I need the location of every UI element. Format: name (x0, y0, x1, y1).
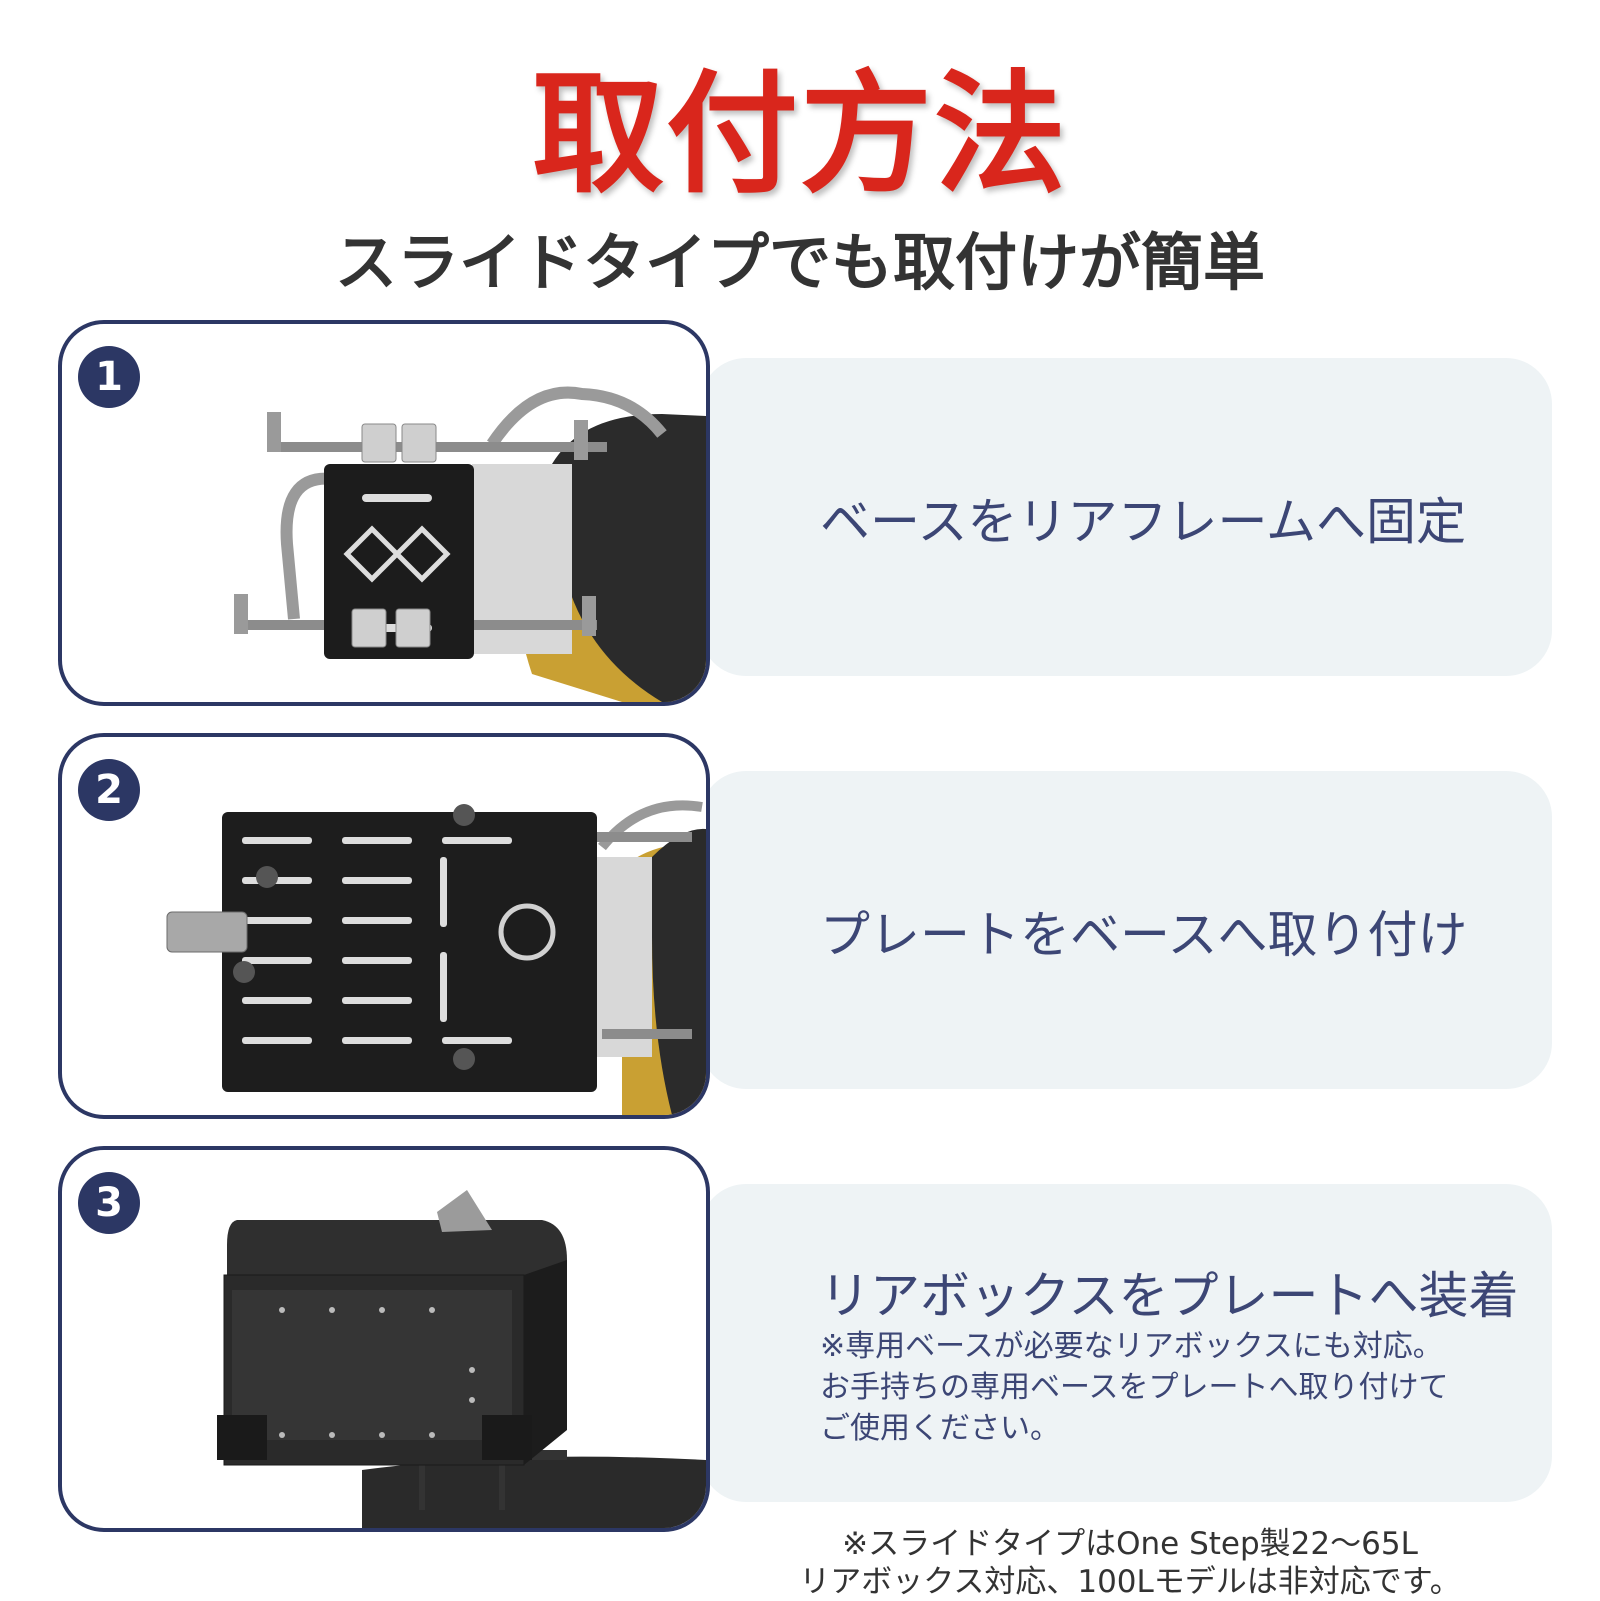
step-3-note: ※専用ベースが必要なリアボックスにも対応。お手持ちの専用ベースをプレートへ取り付… (820, 1329, 1449, 1446)
step-1-panel (700, 358, 1552, 676)
step-2-number-badge: 2 (78, 759, 140, 821)
footnote-line-1: ※スライドタイプはOne Step製22〜65L (842, 1526, 1418, 1562)
step-2-photo (166, 800, 706, 1115)
step-2-photo-frame (58, 733, 710, 1119)
step-3-photo (217, 1190, 706, 1528)
step-3-photo-frame (58, 1146, 710, 1532)
step-1-photo (234, 386, 706, 702)
step-3-panel (700, 1184, 1552, 1502)
step-1-number-badge: 1 (78, 346, 140, 408)
step-1-text: ベースをリアフレームへ固定 (820, 493, 1466, 551)
step-1-photo-frame (58, 320, 710, 706)
step-2-panel (700, 771, 1552, 1089)
footnote-line-2: リアボックス対応、100Lモデルは非対応です。 (799, 1564, 1461, 1600)
page-subtitle: スライドタイプでも取付けが簡単 (334, 226, 1265, 299)
step-2-text: プレートをベースへ取り付け (820, 906, 1468, 964)
page-title: 取付方法 (532, 58, 1068, 212)
step-3-number-badge: 3 (78, 1172, 140, 1234)
footnote: ※スライドタイプはOne Step製22〜65L リアボックス対応、100Lモデ… (780, 1525, 1480, 1601)
step-3-text: リアボックスをプレートへ装着 (820, 1267, 1519, 1325)
